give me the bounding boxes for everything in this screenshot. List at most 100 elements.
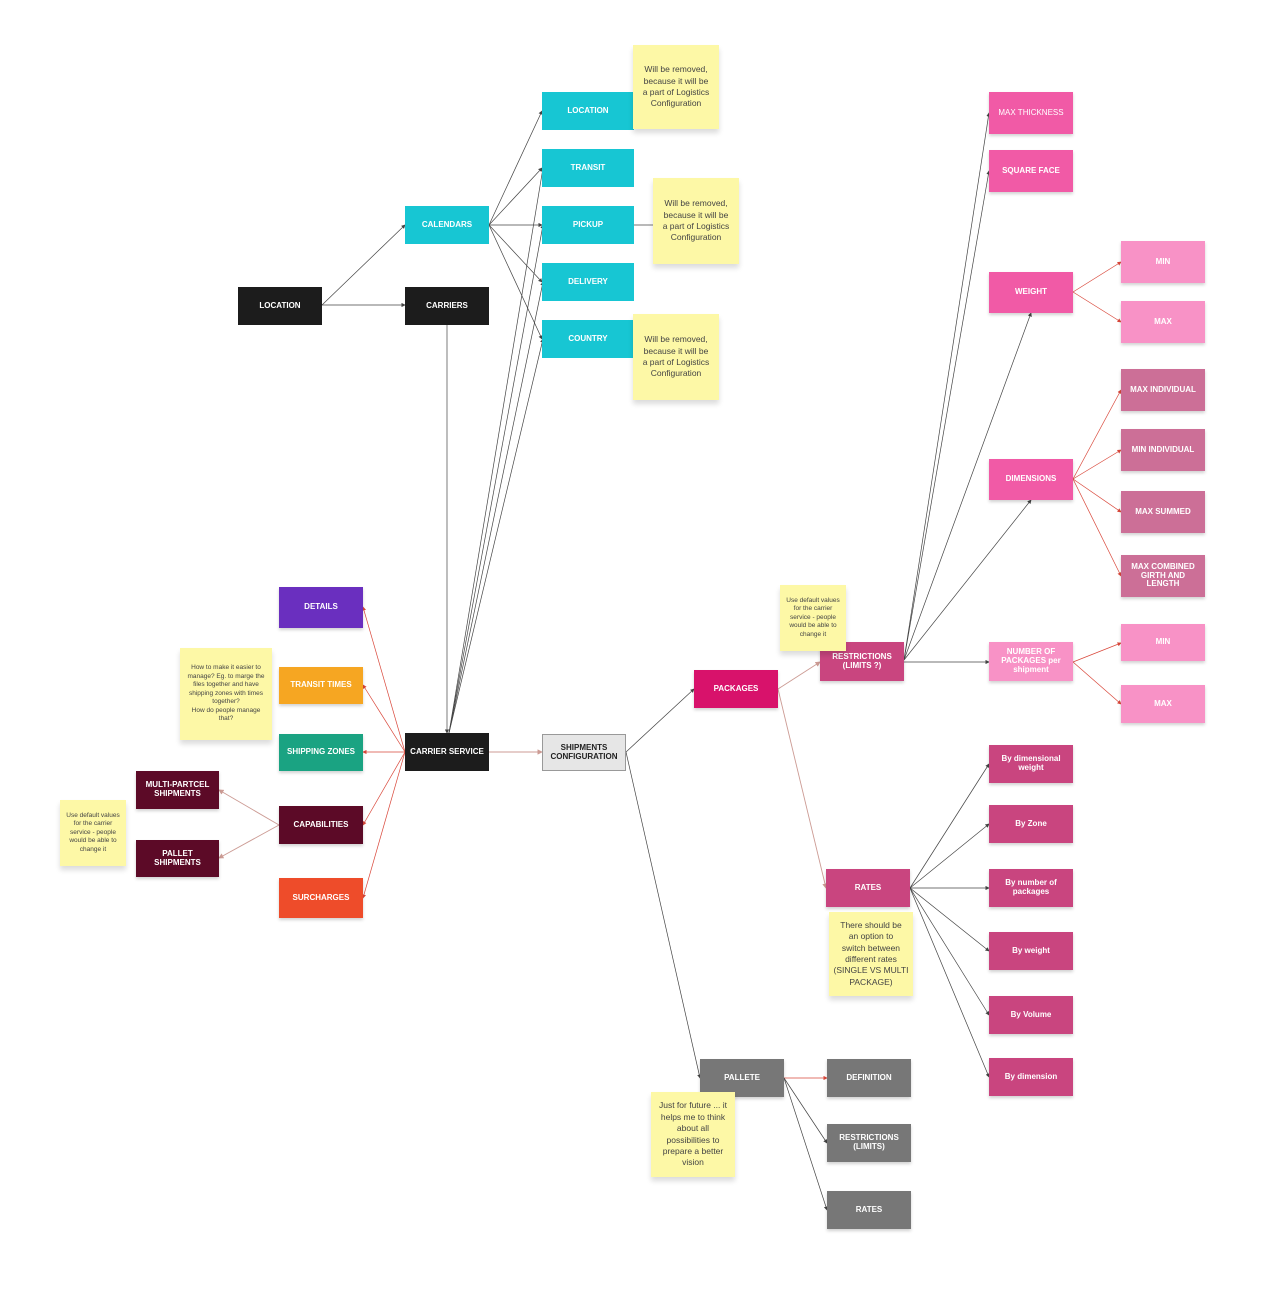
edge-dimensions-max-individual xyxy=(1072,389,1122,480)
node-cal-transit[interactable]: TRANSIT xyxy=(542,149,634,187)
node-cal-country[interactable]: COUNTRY xyxy=(542,320,634,358)
edge-service-delivery xyxy=(448,281,545,734)
edge-weight-min xyxy=(1072,261,1122,293)
sticky-note-restrictions: Use default values for the carrier servi… xyxy=(780,585,846,651)
edge-dimensions-max-summed xyxy=(1072,478,1122,513)
node-shipping-zones-label: SHIPPING ZONES xyxy=(286,747,355,757)
node-cal-transit-label: TRANSIT xyxy=(570,162,606,172)
node-shipments-configuration[interactable]: SHIPMENTS CONFIGURATION xyxy=(542,734,626,771)
node-by-dimensional-weight[interactable]: By dimensional weight xyxy=(989,745,1073,783)
node-transit-times[interactable]: TRANSIT TIMES xyxy=(279,667,363,704)
node-dimensions[interactable]: DIMENSIONS xyxy=(989,459,1073,500)
node-by-number-of-packages-label: By number of packages xyxy=(1005,878,1057,896)
node-pallete-rates[interactable]: RATES xyxy=(827,1191,911,1229)
edge-pallete-restrictions xyxy=(783,1077,828,1144)
node-by-dimensional-weight-label: By dimensional weight xyxy=(1001,754,1061,772)
edge-service-transit xyxy=(448,167,545,734)
node-min-individual[interactable]: MIN INDIVIDUAL xyxy=(1121,429,1205,471)
node-details[interactable]: DETAILS xyxy=(279,587,363,628)
sticky-note-pickup: Will be removed, because it will be a pa… xyxy=(653,178,739,264)
node-cal-location[interactable]: LOCATION xyxy=(542,92,634,130)
node-carriers[interactable]: CARRIERS xyxy=(405,287,489,325)
node-weight-max[interactable]: MAX xyxy=(1121,301,1205,343)
node-num-min-label: MIN xyxy=(1155,637,1171,647)
edge-dimensions-max-combined xyxy=(1072,478,1122,577)
node-max-summed[interactable]: MAX SUMMED xyxy=(1121,491,1205,533)
node-weight-min-label: MIN xyxy=(1155,256,1171,266)
node-number-of-packages[interactable]: NUMBER OF PACKAGES per shipment xyxy=(989,642,1073,681)
node-square-face-label: SQUARE FACE xyxy=(1002,165,1060,175)
node-packages[interactable]: PACKAGES xyxy=(694,670,778,708)
node-by-zone[interactable]: By Zone xyxy=(989,805,1073,843)
node-pallete-restrictions[interactable]: RESTRICTIONS (LIMITS) xyxy=(827,1124,911,1162)
node-pallete-label: PALLETE xyxy=(724,1072,760,1082)
node-square-face[interactable]: SQUARE FACE xyxy=(989,150,1073,192)
edge-service-capabilities xyxy=(362,751,406,826)
node-shipments-configuration-label: SHIPMENTS CONFIGURATION xyxy=(550,742,618,761)
node-capabilities[interactable]: CAPABILITIES xyxy=(279,806,363,844)
edge-rates-dimension xyxy=(909,887,990,1078)
node-number-of-packages-label: NUMBER OF PACKAGES per shipment xyxy=(1001,647,1061,674)
edge-calendars-transit xyxy=(488,167,543,226)
node-by-dimension[interactable]: By dimension xyxy=(989,1058,1073,1096)
node-calendars-label: CALENDARS xyxy=(421,219,473,229)
node-min-individual-label: MIN INDIVIDUAL xyxy=(1131,444,1195,454)
edge-weight-max xyxy=(1072,291,1122,323)
node-cal-country-label: COUNTRY xyxy=(568,333,608,343)
edge-service-country xyxy=(448,338,545,734)
node-by-zone-label: By Zone xyxy=(1015,818,1047,828)
node-surcharges-label: SURCHARGES xyxy=(292,892,350,902)
node-pallete-definition[interactable]: DEFINITION xyxy=(827,1059,911,1097)
node-by-number-of-packages[interactable]: By number of packages xyxy=(989,869,1073,907)
node-max-individual-label: MAX INDIVIDUAL xyxy=(1130,384,1196,394)
node-location[interactable]: LOCATION xyxy=(238,287,322,325)
node-surcharges[interactable]: SURCHARGES xyxy=(279,878,363,918)
node-carrier-service[interactable]: CARRIER SERVICE xyxy=(405,733,489,771)
edge-restrictions-max-thickness xyxy=(903,112,991,661)
node-weight-min[interactable]: MIN xyxy=(1121,241,1205,283)
node-transit-times-label: TRANSIT TIMES xyxy=(290,680,352,690)
node-by-volume[interactable]: By Volume xyxy=(989,996,1073,1034)
node-num-max-label: MAX xyxy=(1154,698,1172,708)
node-pallete-definition-label: DEFINITION xyxy=(846,1072,892,1082)
node-details-label: DETAILS xyxy=(304,602,338,612)
node-max-thickness-label: MAX THICKNESS xyxy=(998,107,1064,117)
node-num-min[interactable]: MIN xyxy=(1121,624,1205,661)
node-rates-label: RATES xyxy=(854,882,882,892)
node-rates[interactable]: RATES xyxy=(826,869,910,907)
node-num-max[interactable]: MAX xyxy=(1121,685,1205,723)
node-cal-pickup[interactable]: PICKUP xyxy=(542,206,634,244)
node-shipping-zones[interactable]: SHIPPING ZONES xyxy=(279,734,363,771)
node-carrier-service-label: CARRIER SERVICE xyxy=(410,746,484,756)
node-calendars[interactable]: CALENDARS xyxy=(405,206,489,244)
sticky-note-country: Will be removed, because it will be a pa… xyxy=(633,314,719,400)
node-pallete-rates-label: RATES xyxy=(855,1204,883,1214)
node-max-thickness[interactable]: MAX THICKNESS xyxy=(989,92,1073,134)
node-by-weight[interactable]: By weight xyxy=(989,932,1073,970)
node-max-combined[interactable]: MAX COMBINED GIRTH AND LENGTH xyxy=(1121,555,1205,597)
node-weight-label: WEIGHT xyxy=(1015,287,1047,297)
edge-capabilities-multi-parcel xyxy=(218,789,280,826)
node-restrictions-label: RESTRICTIONS (LIMITS ?) xyxy=(832,651,892,670)
node-cal-delivery-label: DELIVERY xyxy=(568,276,608,286)
edge-calendars-delivery xyxy=(488,224,543,283)
node-pallete-restrictions-label: RESTRICTIONS (LIMITS) xyxy=(839,1133,899,1151)
node-cal-delivery[interactable]: DELIVERY xyxy=(542,263,634,301)
edge-service-surcharges xyxy=(361,751,406,899)
edge-rates-weight xyxy=(909,887,990,952)
node-cal-pickup-label: PICKUP xyxy=(572,219,604,229)
node-cal-location-label: LOCATION xyxy=(567,105,609,115)
sticky-note-location: Will be removed, because it will be a pa… xyxy=(633,45,719,129)
node-weight-max-label: MAX xyxy=(1154,316,1172,326)
node-location-label: LOCATION xyxy=(259,300,301,310)
edge-packages-rates xyxy=(777,688,828,889)
sticky-note-rates: There should be an option to switch betw… xyxy=(829,912,913,996)
node-dimensions-label: DIMENSIONS xyxy=(1005,474,1057,484)
node-multi-parcel[interactable]: MULTI-PARTCEL SHIPMENTS xyxy=(136,771,219,809)
node-pallet-shipments[interactable]: PALLET SHIPMENTS xyxy=(136,840,219,877)
node-max-individual[interactable]: MAX INDIVIDUAL xyxy=(1121,369,1205,411)
node-by-weight-label: By weight xyxy=(1012,945,1050,955)
node-weight[interactable]: WEIGHT xyxy=(989,272,1073,313)
node-pallete[interactable]: PALLETE xyxy=(700,1059,784,1097)
